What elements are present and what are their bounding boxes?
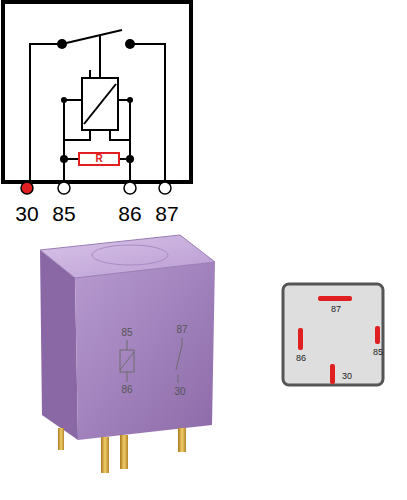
- printed-pin-number: 87: [176, 325, 187, 335]
- pin-label: 86: [296, 354, 306, 363]
- terminal-circles: [21, 182, 171, 194]
- pin-label: 30: [342, 372, 352, 381]
- terminal-number: 85: [52, 203, 75, 224]
- pinout: [283, 284, 383, 385]
- schematic: [3, 2, 191, 182]
- printed-pin-number: 30: [174, 387, 185, 397]
- pin-label: 87: [331, 305, 341, 314]
- printed-pin-number: 85: [121, 328, 132, 338]
- pin-label: 85: [373, 348, 383, 357]
- terminal-number: 30: [15, 203, 38, 224]
- relay-body: [40, 235, 215, 473]
- terminal-number: 86: [118, 203, 141, 224]
- terminal-number: 87: [155, 203, 178, 224]
- resistor-label: R: [95, 154, 102, 164]
- printed-pin-number: 86: [121, 385, 132, 395]
- contact-dots: [57, 39, 135, 163]
- resistor-symbol: R: [78, 152, 120, 166]
